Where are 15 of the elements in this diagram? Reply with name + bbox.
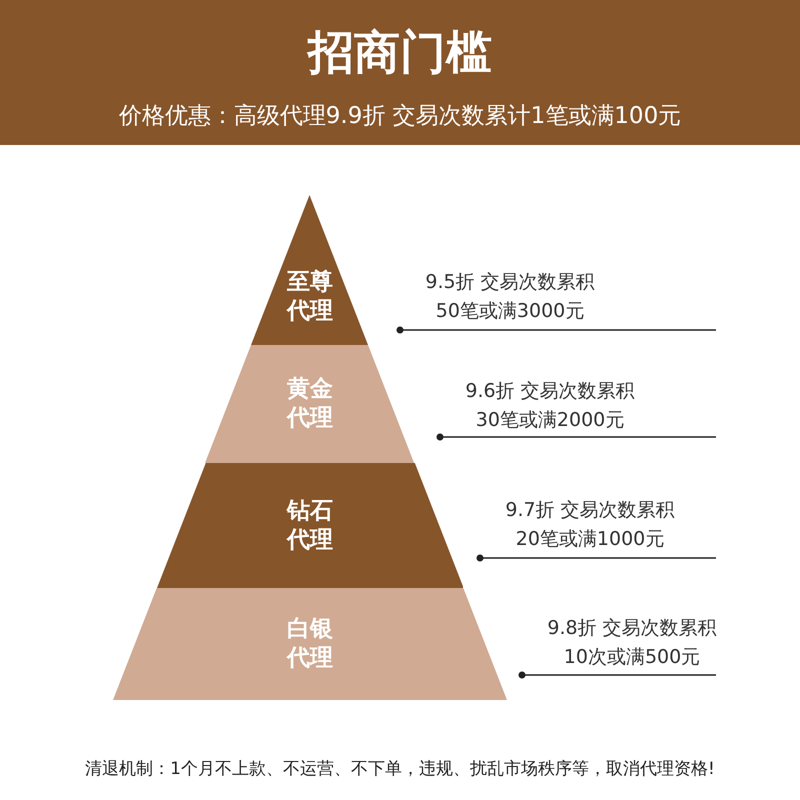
discount-note: 9.5折 交易次数累积: [424, 270, 596, 294]
subtitle: 价格优惠：高级代理9.9折 交易次数累计1笔或满100元: [118, 102, 682, 131]
tier-label: 钻石代理: [286, 496, 334, 554]
caption: 清退机制：1个月不上款、不运营、不下单，违规、扰乱市场秩序等，取消代理资格!: [84, 758, 716, 780]
discount-note: 50笔或满3000元: [434, 299, 586, 323]
tier-label: 黄金代理: [286, 375, 334, 433]
tier-label: 白银代理: [286, 615, 334, 673]
discount-note: 9.6折 交易次数累积: [464, 379, 636, 403]
tier-label: 至尊代理: [286, 268, 334, 326]
discount-note: 20笔或满1000元: [514, 527, 666, 551]
discount-note: 9.8折 交易次数累积: [546, 616, 718, 640]
discount-note: 9.7折 交易次数累积: [504, 498, 676, 522]
discount-note: 10次或满500元: [562, 645, 702, 669]
title: 招商门槛: [306, 24, 493, 81]
discount-note: 30笔或满2000元: [474, 408, 626, 432]
